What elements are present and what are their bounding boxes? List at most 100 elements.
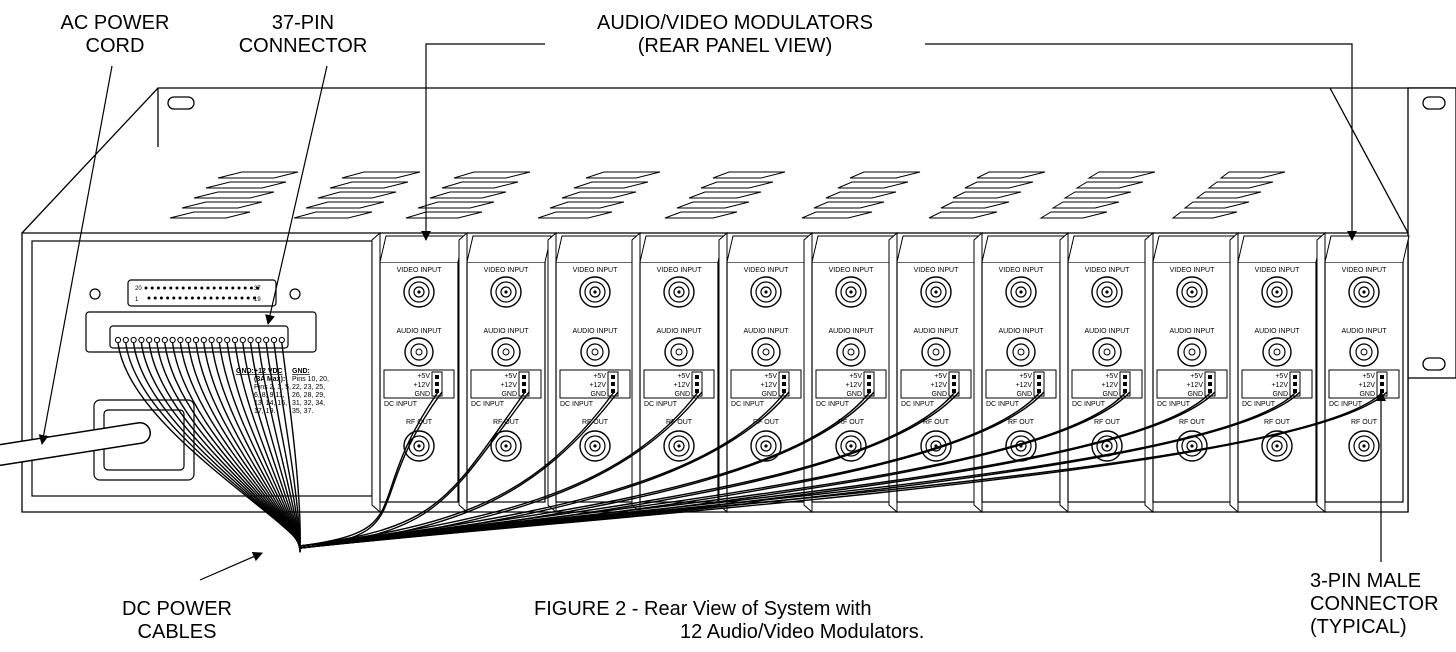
pin-dot bbox=[166, 296, 170, 300]
vent-slot-icon bbox=[329, 181, 409, 189]
vent-slot-icon bbox=[405, 211, 483, 219]
video-input-label: VIDEO INPUT bbox=[484, 267, 529, 274]
modulators-title-line: AUDIO/VIDEO MODULATORS bbox=[597, 12, 873, 34]
gnd-label: GND bbox=[1359, 391, 1375, 398]
vent-slot-icon bbox=[181, 201, 263, 209]
pin-dot bbox=[252, 296, 256, 300]
dc-input-label: DC INPUT bbox=[816, 401, 850, 408]
rf-out-label: RF OUT bbox=[1008, 419, 1035, 426]
table-12v-sub: (3A Max): bbox=[254, 376, 285, 383]
table-12v-line: 13, 14, 16, bbox=[254, 400, 287, 407]
dc-power-cables bbox=[117, 342, 1388, 553]
pin-dot bbox=[194, 286, 198, 290]
db37-pin20-label: 20 bbox=[135, 286, 142, 292]
pin-dot bbox=[181, 286, 185, 290]
audio-input-label: AUDIO INPUT bbox=[656, 328, 702, 335]
video-input-label: VIDEO INPUT bbox=[573, 267, 618, 274]
dc-input-label: DC INPUT bbox=[644, 401, 678, 408]
plus12v-label: +12V bbox=[1101, 382, 1118, 389]
vent-slot-icon bbox=[1075, 181, 1144, 189]
rack-ear-slot-icon bbox=[1422, 357, 1446, 371]
vent-slot-icon bbox=[1063, 191, 1132, 199]
rf-out-label: RF OUT bbox=[1094, 419, 1121, 426]
dc-power-cables-line: CABLES bbox=[137, 621, 217, 643]
rf-out-label: RF OUT bbox=[1264, 419, 1291, 426]
gnd-label: GND bbox=[674, 391, 690, 398]
vent-slot-icon bbox=[700, 181, 774, 189]
table-gnd-a-head: GND: bbox=[236, 368, 254, 375]
plus12v-label: +12V bbox=[1015, 382, 1032, 389]
vent-slot-icon bbox=[1195, 191, 1262, 199]
pin-dot bbox=[175, 286, 179, 290]
video-input-label: VIDEO INPUT bbox=[657, 267, 702, 274]
db37-pin19-label: 19 bbox=[254, 297, 261, 303]
table-gnd-line: 22, 23, 25, bbox=[292, 384, 325, 391]
rca-connector-icon bbox=[580, 337, 610, 367]
rca-connector-icon bbox=[1262, 337, 1292, 367]
vent-slot-icon bbox=[801, 211, 873, 219]
harness-wire bbox=[234, 342, 301, 550]
video-input-label: VIDEO INPUT bbox=[744, 267, 789, 274]
audio-input-label: AUDIO INPUT bbox=[1254, 328, 1300, 335]
audio-input-label: AUDIO INPUT bbox=[396, 328, 442, 335]
vent-slot-icon bbox=[205, 181, 287, 189]
plus12v-label: +12V bbox=[1271, 382, 1288, 389]
harness-wire bbox=[249, 342, 301, 551]
dc-cable bbox=[299, 391, 615, 547]
rca-connector-icon bbox=[836, 337, 866, 367]
vent-slot-icon bbox=[688, 191, 762, 199]
plus12v-label: +12V bbox=[760, 382, 777, 389]
vent-slot-icon bbox=[1051, 201, 1120, 209]
rca-connector-icon bbox=[404, 337, 434, 367]
pin-dot bbox=[147, 296, 151, 300]
plus5v-label: +5V bbox=[1190, 373, 1203, 380]
vent-slot-icon bbox=[217, 171, 299, 179]
dc-input-label: DC INPUT bbox=[560, 401, 594, 408]
ac-power-cord-label-line: AC POWER bbox=[60, 12, 170, 34]
plus5v-label: +5V bbox=[677, 373, 690, 380]
three-pin-connector-line: (TYPICAL) bbox=[1310, 616, 1407, 638]
pin-dot bbox=[240, 296, 244, 300]
table-gnd-line: 31, 32, 34, bbox=[292, 400, 325, 407]
pin-dot bbox=[172, 296, 176, 300]
pin37-connector-label-line: 37-PIN bbox=[271, 12, 335, 34]
vent-slot-icon bbox=[341, 171, 421, 179]
modulators-title-label: AUDIO/VIDEO MODULATORS (REAR PANEL VIEW) bbox=[555, 12, 915, 58]
vent-slot-icon bbox=[1171, 211, 1238, 219]
pin-dot bbox=[153, 296, 157, 300]
rf-out-label: RF OUT bbox=[838, 419, 865, 426]
vent-slot-icon bbox=[169, 211, 251, 219]
harness-pin bbox=[200, 336, 207, 344]
plus5v-label: +5V bbox=[1019, 373, 1032, 380]
vent-slot-icon bbox=[441, 181, 519, 189]
harness-pin bbox=[247, 336, 254, 344]
dc-power-cables-line: DC POWER bbox=[122, 598, 232, 620]
db37-pin1-label: 1 bbox=[135, 297, 139, 303]
pin-dot bbox=[231, 286, 235, 290]
modulator-modules: VIDEO INPUT AUDIO INPUT +5V +12V GND DC INPUT… bbox=[371, 231, 1410, 514]
pin-dot bbox=[184, 296, 188, 300]
dc-power-cables-label: DC POWER CABLES bbox=[107, 598, 247, 644]
rca-connector-icon bbox=[1006, 337, 1036, 367]
rca-connector-icon bbox=[1177, 337, 1207, 367]
table-12v-head: +12 VDC bbox=[254, 368, 283, 375]
audio-input-label: AUDIO INPUT bbox=[1084, 328, 1130, 335]
rf-out-label: RF OUT bbox=[1179, 419, 1206, 426]
rca-connector-icon bbox=[491, 337, 521, 367]
ac-power-cord bbox=[0, 422, 151, 466]
gnd-label: GND bbox=[501, 391, 517, 398]
harness-wire bbox=[265, 342, 301, 552]
pin-dot bbox=[237, 286, 241, 290]
harness-pin bbox=[177, 336, 184, 344]
pin-dot bbox=[218, 286, 222, 290]
rca-connector-icon bbox=[1349, 337, 1379, 367]
pin-dot bbox=[200, 286, 204, 290]
vent-slot-icon bbox=[573, 181, 649, 189]
vent-slot-icon bbox=[305, 201, 385, 209]
vent-slot-icon bbox=[549, 201, 625, 209]
harness-wire bbox=[273, 342, 301, 553]
